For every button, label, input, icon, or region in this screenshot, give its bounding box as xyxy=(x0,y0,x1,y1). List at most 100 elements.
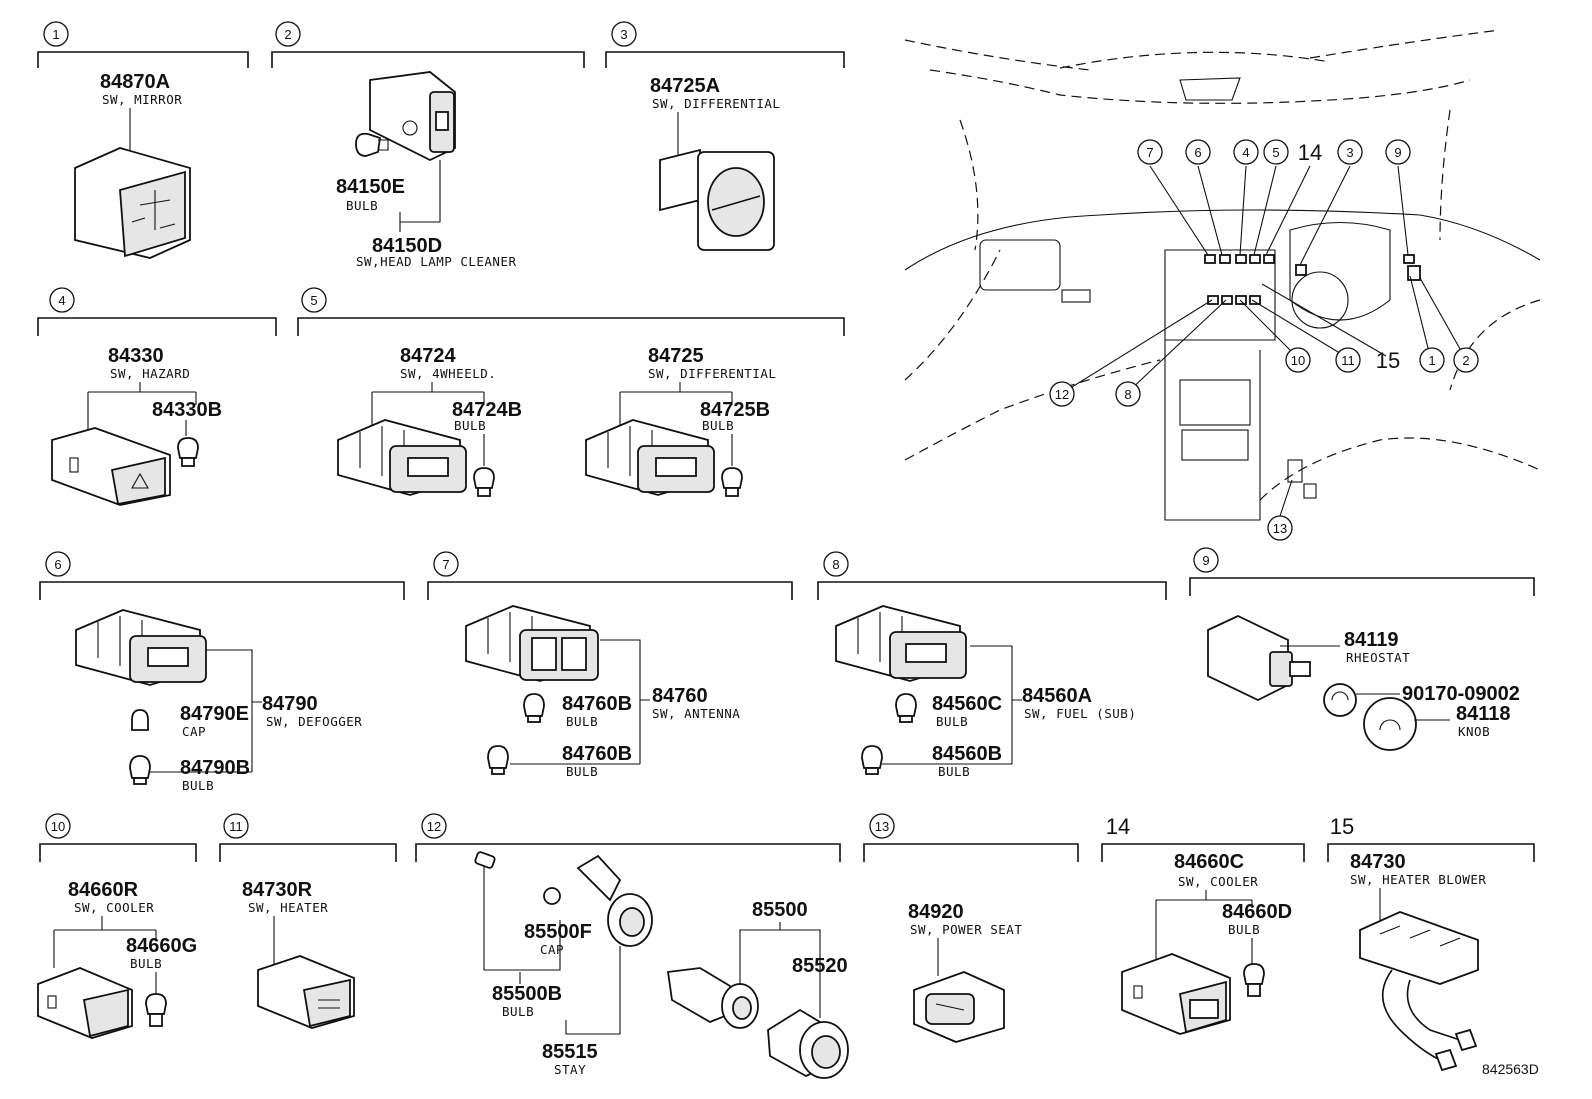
section-4: 4 84330 SW, HAZARD 84330B xyxy=(37,287,277,506)
section-8: 8 84560C BULB 84560A SW, FUEL (SUB) 8456… xyxy=(817,551,1167,779)
section-number: 2 xyxy=(284,27,291,42)
part-number: 84330 xyxy=(108,345,164,367)
callout-number: 7 xyxy=(1146,145,1153,160)
part-number: 84730R xyxy=(242,879,313,901)
part-number: 84330B xyxy=(152,399,222,421)
bulb-icon xyxy=(473,467,495,497)
bulb-icon xyxy=(721,467,743,497)
callout-number: 10 xyxy=(1291,353,1305,368)
section-number: 6 xyxy=(54,557,61,572)
part-number: 84760B xyxy=(562,743,632,765)
callout-number: 8 xyxy=(1124,387,1131,402)
part-number: 84730 xyxy=(1350,851,1406,873)
section-10: 10 84660R SW, COOLER 84660G BULB xyxy=(37,813,197,1039)
section-bracket xyxy=(37,51,249,68)
part-number: 85515 xyxy=(542,1041,598,1063)
part-description: BULB xyxy=(502,1004,534,1019)
section-15: 15 84730 SW, HEATER BLOWER xyxy=(1327,814,1535,1072)
part-description: SW, DIFFERENTIAL xyxy=(648,366,776,381)
part-number: 85500B xyxy=(492,983,562,1005)
part-number: 85500 xyxy=(752,899,808,921)
part-description: SW, HAZARD xyxy=(110,366,190,381)
bulb-icon xyxy=(1243,963,1265,997)
part-number: 84760B xyxy=(562,693,632,715)
part-description: BULB xyxy=(1228,922,1260,937)
lighter-socket-icon xyxy=(767,1008,849,1079)
section-11: 11 84730R SW, HEATER xyxy=(219,813,397,1029)
part-description: CAP xyxy=(540,942,564,957)
differential-switch-icon xyxy=(585,419,715,496)
section-number-circle xyxy=(43,21,69,47)
bulb-icon xyxy=(129,755,151,785)
callout-number: 14 xyxy=(1298,140,1322,165)
section-number: 7 xyxy=(442,557,449,572)
bulb-icon xyxy=(474,851,496,869)
bulb-icon xyxy=(177,437,199,467)
part-number: 84724B xyxy=(452,399,522,421)
part-description: SW, HEATER xyxy=(248,900,328,915)
part-description: SW, 4WHEELD. xyxy=(400,366,496,381)
section-14: 14 84660C SW, COOLER 84660D BULB xyxy=(1101,814,1305,1035)
part-description: SW, POWER SEAT xyxy=(910,922,1022,937)
section-12: 12 85500F CAP 85500B BULB 85515 STAY 855… xyxy=(415,813,849,1079)
callout-number: 1 xyxy=(1428,353,1435,368)
callout-number: 12 xyxy=(1055,387,1069,402)
part-number: 84119 xyxy=(1344,629,1399,651)
cap-icon xyxy=(131,709,149,731)
part-description: SW, DIFFERENTIAL xyxy=(652,96,780,111)
part-description: SW,HEAD LAMP CLEANER xyxy=(356,254,517,269)
section-5: 5 84724 SW, 4WHEELD. 84724B BULB 84725 S… xyxy=(297,287,845,497)
part-description: BULB xyxy=(182,778,214,793)
cigarette-lighter-stay-icon xyxy=(576,854,653,947)
hazard-switch-icon xyxy=(51,427,171,506)
part-number: 90170-09002 xyxy=(1402,683,1520,705)
section-3: 3 84725A SW, DIFFERENTIAL xyxy=(605,21,845,251)
part-number: 84660D xyxy=(1222,901,1292,923)
section-number: 5 xyxy=(310,293,317,308)
differential-dial-switch-icon xyxy=(659,148,775,251)
knob-insert-icon xyxy=(1323,683,1357,717)
bulb-icon xyxy=(145,993,167,1027)
section-number: 15 xyxy=(1330,814,1354,839)
part-number: 84118 xyxy=(1456,703,1511,725)
part-description: SW, DEFOGGER xyxy=(266,714,362,729)
part-description: BULB xyxy=(130,956,162,971)
part-description: RHEOSTAT xyxy=(1346,650,1410,665)
section-number: 1 xyxy=(52,27,59,42)
fuel-sub-switch-icon xyxy=(835,605,967,682)
part-number: 84560C xyxy=(932,693,1002,715)
defogger-switch-icon xyxy=(75,609,207,686)
callout-number: 9 xyxy=(1394,145,1401,160)
4wheel-drive-switch-icon xyxy=(337,419,467,496)
antenna-switch-icon xyxy=(465,605,599,682)
part-number: 85500F xyxy=(524,921,592,943)
part-description: SW, MIRROR xyxy=(102,92,182,107)
part-number: 84150D xyxy=(372,235,442,257)
section-number: 12 xyxy=(427,819,441,834)
part-number: 84870A xyxy=(100,71,170,93)
callout-number: 2 xyxy=(1462,353,1469,368)
part-number: 84920 xyxy=(908,901,964,923)
callout-number: 3 xyxy=(1346,145,1353,160)
section-number: 11 xyxy=(229,819,243,834)
bulb-icon xyxy=(861,745,883,775)
power-seat-switch-icon xyxy=(913,971,1005,1043)
head-lamp-cleaner-switch-icon xyxy=(369,71,456,162)
steering-wheel-icon xyxy=(1291,271,1349,329)
cap-icon xyxy=(543,887,561,905)
section-number: 14 xyxy=(1106,814,1130,839)
part-description: STAY xyxy=(554,1062,586,1077)
callout-number: 5 xyxy=(1272,145,1279,160)
callout-number: 13 xyxy=(1273,521,1287,536)
bulb-icon xyxy=(523,693,545,723)
section-number: 4 xyxy=(58,293,65,308)
bulb-icon xyxy=(355,132,389,157)
part-description: BULB xyxy=(346,198,378,213)
part-number: 84725 xyxy=(648,345,704,367)
mirror-switch-icon xyxy=(74,147,191,259)
part-number: 84725B xyxy=(700,399,770,421)
part-description: SW, HEATER BLOWER xyxy=(1350,872,1486,887)
bulb-icon xyxy=(895,693,917,723)
section-7: 7 84760B BULB 84760 SW, ANTENNA 84760B B… xyxy=(427,551,793,779)
center-console xyxy=(1164,340,1261,521)
